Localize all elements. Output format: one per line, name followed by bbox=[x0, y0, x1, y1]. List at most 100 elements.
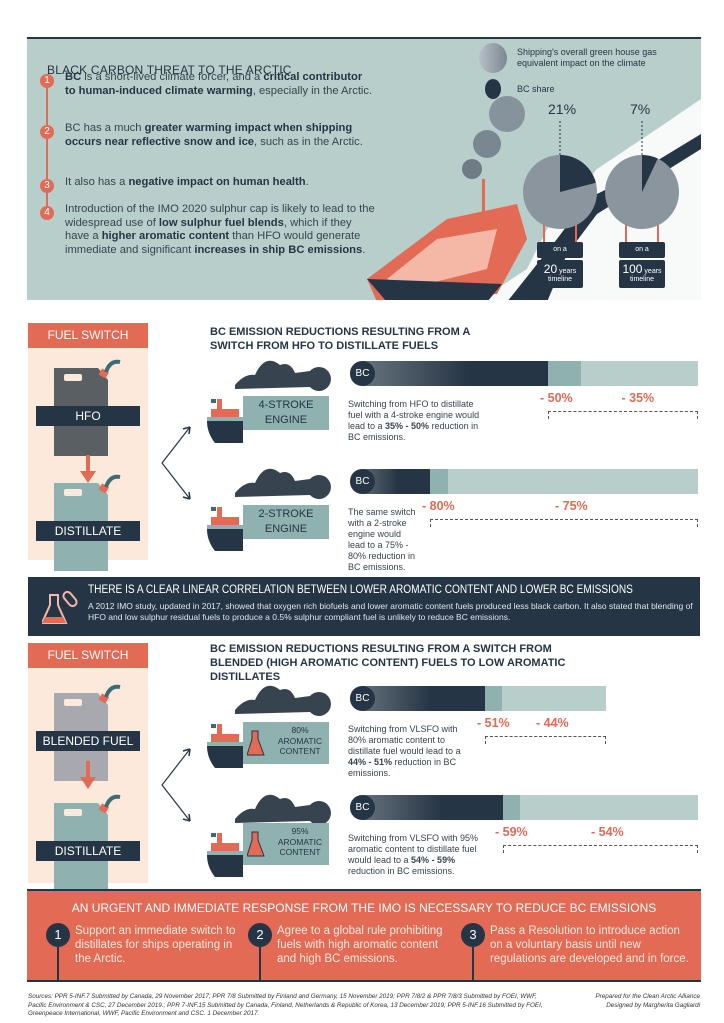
bar-reduced bbox=[520, 795, 698, 820]
reduction-high: - 51% bbox=[477, 716, 510, 730]
point-text-2: BC has a much greater warming impact whe… bbox=[65, 122, 363, 148]
bar-range bbox=[548, 361, 581, 386]
arctic-threat-panel: BLACK CARBON THREAT TO THE ARCTIC 1 BC is… bbox=[27, 37, 701, 300]
timeline-on: on a bbox=[537, 242, 583, 258]
branch-arrows-icon bbox=[161, 748, 191, 822]
panel-title: BLACK CARBON THREAT TO THE ARCTIC bbox=[47, 63, 292, 77]
point-number-1: 1 bbox=[40, 74, 54, 88]
action-text: Support an immediate switch to distillat… bbox=[75, 925, 236, 965]
banner-text: A 2012 IMO study, updated in 2017, showe… bbox=[88, 601, 693, 622]
legend-bc-label: BC share bbox=[517, 84, 555, 94]
bc-badge: BC bbox=[350, 469, 375, 494]
point-number-4: 4 bbox=[40, 206, 54, 220]
fuel-label: DISTILLATE bbox=[36, 521, 140, 541]
bc-badge: BC bbox=[350, 361, 375, 386]
action-text: Pass a Resolution to introduce action on… bbox=[490, 925, 689, 965]
reduction-high: - 80% bbox=[422, 499, 455, 513]
section-heading: BC EMISSION REDUCTIONS RESULTING FROM A … bbox=[210, 643, 566, 683]
range-bracket bbox=[430, 519, 698, 527]
range-bracket bbox=[548, 411, 698, 419]
reduction-description: Switching from HFO to distillate fuel wi… bbox=[348, 399, 480, 442]
imo-response-panel: AN URGENT AND IMMEDIATE RESPONSE FROM TH… bbox=[27, 889, 701, 982]
bc-emission-bar: BC bbox=[350, 686, 606, 711]
pie-bc-slice bbox=[560, 155, 596, 192]
credit-prepared: Prepared for the Clean Arctic Alliance bbox=[595, 993, 700, 1000]
bar-range bbox=[430, 469, 448, 494]
bar-range bbox=[485, 686, 502, 711]
fuel-label: DISTILLATE bbox=[36, 841, 140, 861]
point-text-4: Introduction of the IMO 2020 sulphur cap… bbox=[65, 203, 375, 256]
reduction-description: Switching from VLSFO with 95% aromatic c… bbox=[348, 833, 479, 876]
flask-icon bbox=[247, 831, 265, 857]
response-title: AN URGENT AND IMMEDIATE RESPONSE FROM TH… bbox=[71, 901, 657, 915]
point-text-1: BC is a short-lived climate forcer, and … bbox=[65, 71, 373, 97]
timeline-line bbox=[46, 77, 48, 212]
action-number: 3 bbox=[461, 923, 485, 947]
range-bracket bbox=[503, 845, 698, 853]
flask-icon bbox=[42, 590, 78, 624]
ship-icon bbox=[207, 724, 243, 768]
point-text-3: It also has a negative impact on human h… bbox=[65, 176, 309, 188]
smoke-icon bbox=[235, 468, 331, 499]
bar-reduced bbox=[448, 469, 698, 494]
reduction-low: - 44% bbox=[536, 716, 569, 730]
smoke-icon bbox=[235, 360, 331, 391]
fuel-label: BLENDED FUEL bbox=[36, 731, 140, 751]
reduction-low: - 35% bbox=[621, 391, 655, 405]
arrow-down-icon bbox=[80, 455, 96, 483]
bc-badge: BC bbox=[350, 686, 375, 711]
correlation-banner: THERE IS A CLEAR LINEAR CORRELATION BETW… bbox=[28, 577, 700, 636]
ship-icon bbox=[207, 833, 243, 877]
smoke-icon bbox=[235, 794, 331, 825]
fuel-switch-panel-2: FUEL SWITCH BLENDED FUEL DISTILLATE bbox=[28, 643, 148, 891]
reduction-description: Switching from VLSFO with 80% aromatic c… bbox=[348, 724, 461, 778]
bar-reduced bbox=[502, 686, 606, 711]
ship-icon bbox=[207, 507, 243, 551]
action-line bbox=[57, 947, 59, 982]
pie-1 bbox=[605, 121, 679, 250]
bc-badge: BC bbox=[350, 795, 375, 820]
action-line bbox=[259, 947, 261, 982]
reduction-high: - 59% bbox=[495, 825, 528, 839]
section-heading: BC EMISSION REDUCTIONS RESULTING FROM A … bbox=[210, 326, 470, 352]
bar-range bbox=[503, 795, 520, 820]
pie-bc-slice bbox=[642, 155, 658, 192]
action-number: 1 bbox=[46, 923, 70, 947]
reduction-low: - 54% bbox=[591, 825, 624, 839]
arrow-down-icon bbox=[80, 761, 96, 789]
bc-emission-bar: BC bbox=[350, 361, 698, 386]
point-number-3: 3 bbox=[40, 179, 54, 193]
range-bracket bbox=[485, 736, 606, 744]
action-line bbox=[472, 947, 474, 982]
point-number-2: 2 bbox=[40, 125, 54, 139]
bar-remaining: BC bbox=[350, 686, 485, 711]
fuel-label: HFO bbox=[36, 406, 140, 426]
bar-remaining: BC bbox=[350, 469, 430, 494]
legend-overall-label: Shipping's overall green house gas equiv… bbox=[517, 47, 657, 68]
branch-arrows-icon bbox=[161, 426, 191, 500]
action-number: 2 bbox=[248, 923, 272, 947]
sources-text: Sources: PPR 5-INF.7 Submitted by Canada… bbox=[28, 993, 543, 1017]
fuel-switch-header: FUEL SWITCH bbox=[28, 643, 148, 668]
bc-emission-bar: BC bbox=[350, 795, 698, 820]
reduction-description: The same switch with a 2-stroke engine w… bbox=[348, 507, 416, 572]
credit-designer: Designed by Margherita Gagliardi bbox=[606, 1001, 700, 1009]
legend-bc-swatch bbox=[485, 79, 501, 99]
legend-overall-swatch bbox=[479, 43, 507, 73]
bar-reduced bbox=[581, 361, 698, 386]
pie-bc-percent: 21% bbox=[548, 101, 577, 117]
bc-emission-bar: BC bbox=[350, 469, 698, 494]
pie-bc-percent: 7% bbox=[630, 101, 651, 117]
banner-title: THERE IS A CLEAR LINEAR CORRELATION BETW… bbox=[88, 584, 633, 596]
pie-0 bbox=[523, 121, 597, 250]
reduction-low: - 75% bbox=[555, 499, 588, 513]
fuel-switch-header: FUEL SWITCH bbox=[28, 323, 148, 348]
ship-icon bbox=[207, 399, 243, 443]
